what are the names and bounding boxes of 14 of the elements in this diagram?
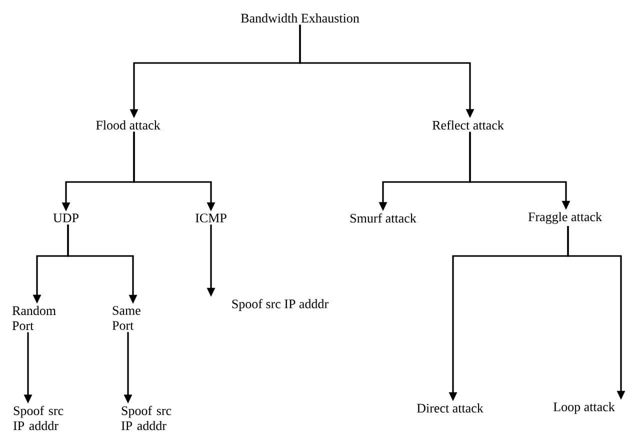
node-label: Spoof src IP adddr	[232, 299, 328, 311]
node-label: Flood attack	[96, 120, 160, 130]
node-label: Fraggle attack	[528, 212, 602, 224]
node-label: Random Port	[12, 306, 56, 330]
node-label: Reflect attack	[432, 120, 504, 130]
node-label: Smurf attack	[350, 213, 416, 223]
node-label: Same Port	[112, 306, 140, 330]
node-label: ICMP	[196, 214, 226, 222]
node-label: Spoof src IP adddr	[13, 406, 64, 430]
node-label: Direct attack	[417, 403, 484, 413]
node-label: UDP	[53, 214, 78, 222]
node-label: Spoof src IP adddr	[121, 406, 172, 430]
node-label: Bandwidth Exhaustion	[240, 13, 360, 23]
node-label: Loop attack	[554, 402, 615, 414]
